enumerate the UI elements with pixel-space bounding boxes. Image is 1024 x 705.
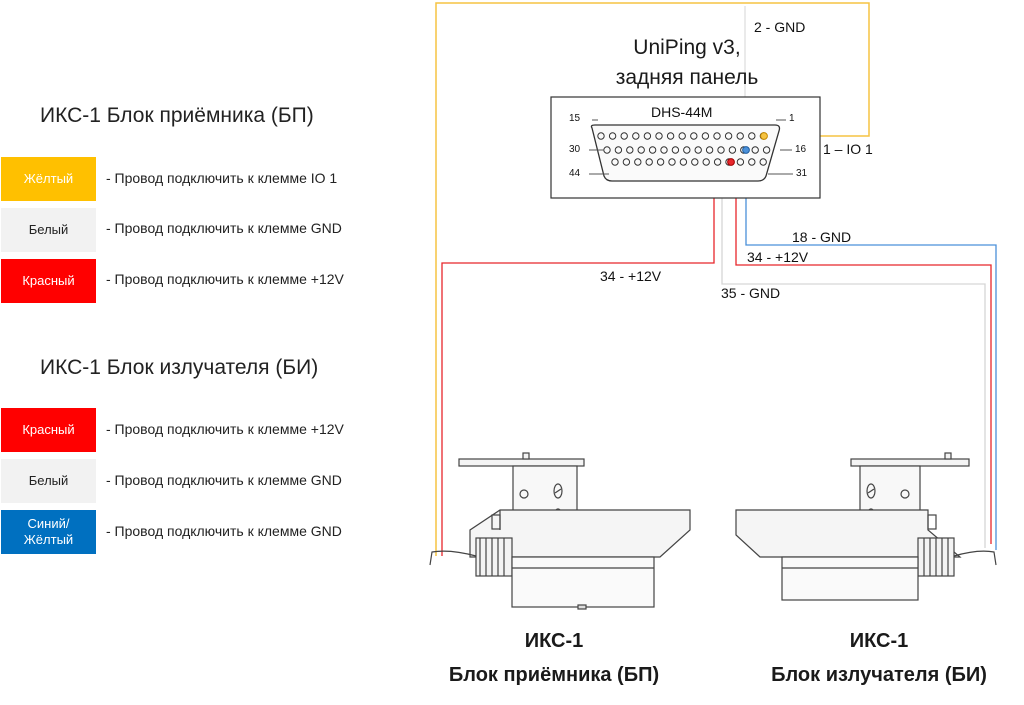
- connector-pin: [691, 158, 699, 166]
- receiver-caption-line1: ИКС-1: [524, 630, 584, 652]
- legend-row-text: - Провод подключить к клемме +12V: [106, 421, 344, 437]
- legend-row-text: - Провод подключить к клемме GND: [106, 523, 342, 539]
- connector-pin: [690, 132, 698, 140]
- swatch-red: Красный: [1, 259, 96, 303]
- connector-pin: [608, 132, 617, 140]
- connector-pin: [656, 158, 665, 166]
- connector-pin: [759, 158, 767, 166]
- wire-label-12v-receiver: 34 - +12V: [600, 268, 662, 284]
- wire-label-io1: 1 – IO 1: [823, 141, 873, 157]
- connector-pin: [611, 158, 619, 166]
- connector-pin: [637, 146, 645, 154]
- wire-label-12v-emitter: 34 - +12V: [747, 249, 809, 265]
- connector-pin: [620, 132, 628, 140]
- emitter-device: [735, 452, 997, 601]
- connector-pin: [645, 158, 653, 166]
- pin-label-16: 16: [795, 144, 807, 155]
- panel-title-line2: задняя панель: [615, 66, 759, 89]
- emitter-caption-line1: ИКС-1: [849, 630, 909, 652]
- connector-pin: [724, 132, 733, 140]
- panel-title-line1: UniPing v3,: [633, 36, 741, 59]
- connector-pin: [748, 158, 756, 166]
- swatch-white: Белый: [1, 208, 96, 252]
- swatch-red: Красный: [1, 408, 96, 452]
- legend-row-text: - Провод подключить к клемме +12V: [106, 271, 344, 287]
- connector-pin: [622, 158, 631, 166]
- connector-label: DHS-44M: [651, 104, 713, 120]
- swatch-blue-yellow: Синий/ Жёлтый: [1, 510, 96, 554]
- connector-pin: [762, 146, 771, 154]
- wire-white: [721, 170, 986, 548]
- connector-pin: [643, 132, 652, 140]
- connector-pin: [668, 158, 676, 166]
- swatch-white: Белый: [1, 459, 96, 503]
- connector-pin: [660, 146, 668, 154]
- receiver-legend-title: ИКС-1 Блок приёмника (БП): [40, 104, 314, 127]
- connector-pin: [713, 132, 721, 140]
- connector-pin: [632, 132, 640, 140]
- connector-pin: [736, 158, 745, 166]
- legend-row-text: - Провод подключить к клемме GND: [106, 220, 342, 236]
- connector-pin: [705, 146, 714, 154]
- receiver-device: [429, 452, 691, 610]
- emitter-caption-line2: Блок излучателя (БИ): [771, 664, 987, 686]
- pin-label-31: 31: [796, 168, 808, 179]
- swatch-yellow: Жёлтый: [1, 157, 96, 201]
- connector-pin: [717, 146, 725, 154]
- pin-34-highlight: [727, 158, 735, 166]
- connector-pin: [648, 146, 657, 154]
- wire-label-gnd35: 35 - GND: [721, 285, 781, 301]
- wire-yellow: [435, 2, 870, 556]
- connector-pin: [655, 132, 663, 140]
- pin-1-highlight: [760, 132, 768, 140]
- wire-label-gnd18: 18 - GND: [792, 229, 852, 245]
- receiver-caption-line2: Блок приёмника (БП): [448, 664, 660, 686]
- connector-pin: [666, 132, 675, 140]
- connector-pin: [728, 146, 737, 154]
- connector-pin: [634, 158, 642, 166]
- pin-label-44: 44: [569, 168, 581, 179]
- pin-label-1: 1: [789, 113, 795, 124]
- connector-pin: [683, 146, 691, 154]
- connector-pin: [701, 132, 710, 140]
- connector-pin: [713, 158, 722, 166]
- connector-pin: [702, 158, 710, 166]
- connector-pin: [626, 146, 634, 154]
- pin-label-30: 30: [569, 144, 581, 155]
- connector-pin: [671, 146, 680, 154]
- connector-pin: [679, 158, 688, 166]
- wire-red-receiver: [441, 161, 731, 556]
- legend-row-text: - Провод подключить к клемме IO 1: [106, 170, 338, 186]
- pin-label-15: 15: [569, 113, 581, 124]
- connector-pin: [597, 132, 605, 140]
- legend-row-text: - Провод подключить к клемме GND: [106, 472, 342, 488]
- connector-pin: [751, 146, 759, 154]
- pin-18-highlight: [742, 146, 750, 154]
- connector-pin: [694, 146, 702, 154]
- emitter-legend-title: ИКС-1 Блок излучателя (БИ): [40, 356, 319, 379]
- connector-pin: [748, 132, 756, 140]
- wire-label-gnd2: 2 - GND: [754, 19, 806, 35]
- connector-pin: [614, 146, 623, 154]
- connector-pin: [736, 132, 744, 140]
- connector-pin: [678, 132, 686, 140]
